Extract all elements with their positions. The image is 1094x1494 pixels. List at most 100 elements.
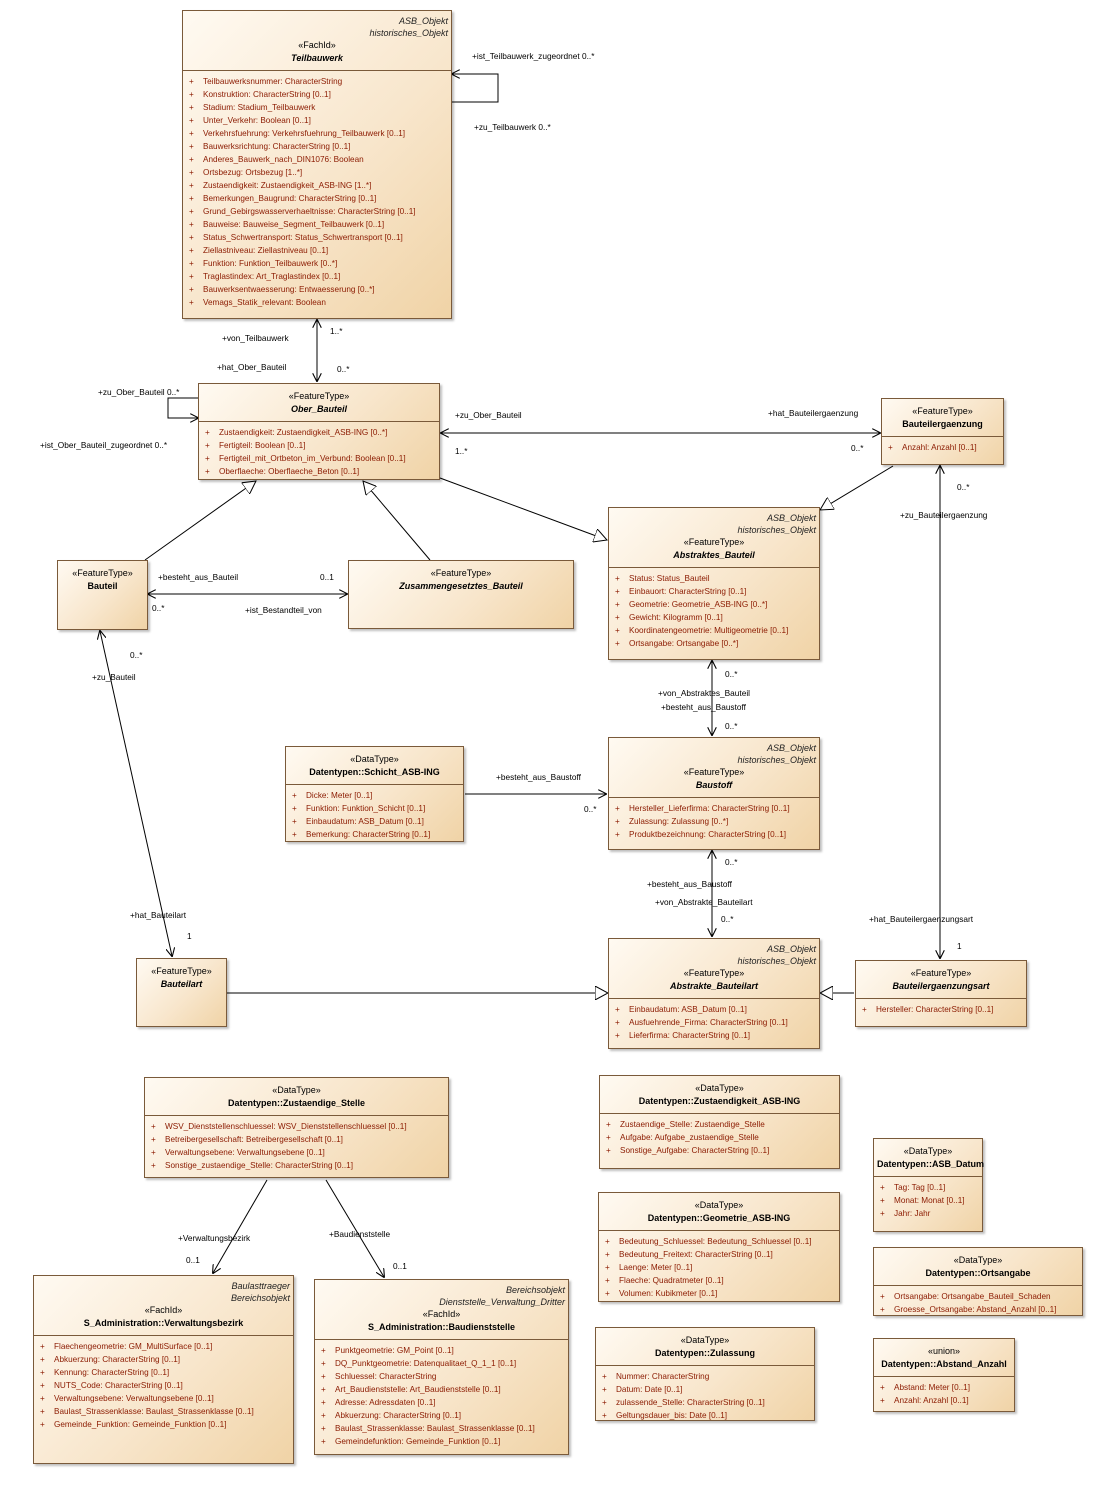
class-attribute[interactable]: +Koordinatengeometrie: Multigeometrie [0… xyxy=(615,624,813,637)
class-attribute[interactable]: +Sonstige_zustaendige_Stelle: CharacterS… xyxy=(151,1159,442,1172)
class-zulassung[interactable]: «DataType»Datentypen::Zulassung+Nummer: … xyxy=(595,1327,815,1421)
class-attribute[interactable]: +Lieferfirma: CharacterString [0..1] xyxy=(615,1029,813,1042)
class-attribute[interactable]: +Ausfuehrende_Firma: CharacterString [0.… xyxy=(615,1016,813,1029)
class-attribute[interactable]: +Teilbauwerksnummer: CharacterString xyxy=(189,75,445,88)
class-attribute[interactable]: +Baulast_Strassenklasse: Baulast_Strasse… xyxy=(321,1422,562,1435)
class-zustaendigkeit-asb-ing[interactable]: «DataType»Datentypen::Zustaendigkeit_ASB… xyxy=(599,1075,840,1169)
class-attribute[interactable]: +Dicke: Meter [0..1] xyxy=(292,789,457,802)
attribute-visibility: + xyxy=(615,817,620,826)
class-attribute[interactable]: +Ziellastniveau: Ziellastniveau [0..1] xyxy=(189,244,445,257)
class-asb-datum[interactable]: «DataType»Datentypen::ASB_Datum+Tag: Tag… xyxy=(873,1138,984,1232)
class-attribute[interactable]: +Stadium: Stadium_Teilbauwerk xyxy=(189,101,445,114)
class-attribute[interactable]: +Zustaendigkeit: Zustaendigkeit_ASB-ING … xyxy=(205,426,433,439)
class-ober-bauteil[interactable]: «FeatureType»Ober_Bauteil+Zustaendigkeit… xyxy=(198,383,440,480)
class-attribute[interactable]: +Einbaudatum: ASB_Datum [0..1] xyxy=(615,1003,813,1016)
class-attribute[interactable]: +Flaeche: Quadratmeter [0..1] xyxy=(605,1274,833,1287)
class-attribute[interactable]: +zulassende_Stelle: CharacterString [0..… xyxy=(602,1396,808,1409)
class-attribute[interactable]: +Bauwerksentwaesserung: Entwaesserung [0… xyxy=(189,283,445,296)
class-attribute[interactable]: +Ortsangabe: Ortsangabe_Bauteil_Schaden xyxy=(880,1290,1076,1303)
class-attribute[interactable]: +Volumen: Kubikmeter [0..1] xyxy=(605,1287,833,1300)
class-attribute[interactable]: +Einbaudatum: ASB_Datum [0..1] xyxy=(292,815,457,828)
class-zusammengesetztes-bauteil[interactable]: «FeatureType»Zusammengesetztes_Bauteil xyxy=(348,560,574,629)
class-attribute[interactable]: +Gewicht: Kilogramm [0..1] xyxy=(615,611,813,624)
class-attribute[interactable]: +Unter_Verkehr: Boolean [0..1] xyxy=(189,114,445,127)
class-geometrie-asb-ing[interactable]: «DataType»Datentypen::Geometrie_ASB-ING+… xyxy=(598,1192,840,1302)
class-attribute[interactable]: +Betreibergesellschaft: Betreibergesells… xyxy=(151,1133,442,1146)
class-bauteilart[interactable]: «FeatureType»Bauteilart xyxy=(136,958,227,1027)
class-attribute[interactable]: +Abkuerzung: CharacterString [0..1] xyxy=(321,1409,562,1422)
class-attribute[interactable]: +Schluessel: CharacterString xyxy=(321,1370,562,1383)
class-attribute[interactable]: +Status: Status_Bauteil xyxy=(615,572,813,585)
class-attribute[interactable]: +Anderes_Bauwerk_nach_DIN1076: Boolean xyxy=(189,153,445,166)
class-attribute[interactable]: +Verwaltungsebene: Verwaltungsebene [0..… xyxy=(40,1392,287,1405)
class-attribute[interactable]: +Punktgeometrie: GM_Point [0..1] xyxy=(321,1344,562,1357)
class-attribute[interactable]: +Abkuerzung: CharacterString [0..1] xyxy=(40,1353,287,1366)
class-attribute[interactable]: +Fertigteil: Boolean [0..1] xyxy=(205,439,433,452)
class-abstand-anzahl[interactable]: «union»Datentypen::Abstand_Anzahl+Abstan… xyxy=(873,1338,1015,1412)
class-attribute[interactable]: +Grund_Gebirgswasserverhaeltnisse: Chara… xyxy=(189,205,445,218)
class-attribute[interactable]: +Geltungsdauer_bis: Date [0..1] xyxy=(602,1409,808,1422)
class-attribute[interactable]: +Oberflaeche: Oberflaeche_Beton [0..1] xyxy=(205,465,433,478)
attribute-text: Bauwerksrichtung: CharacterString [0..1] xyxy=(203,142,351,151)
class-attribute[interactable]: +Verwaltungsebene: Verwaltungsebene [0..… xyxy=(151,1146,442,1159)
class-attribute[interactable]: +Status_Schwertransport: Status_Schwertr… xyxy=(189,231,445,244)
class-attribute[interactable]: +Zustaendige_Stelle: Zustaendige_Stelle xyxy=(606,1118,833,1131)
class-zustaendige-stelle[interactable]: «DataType»Datentypen::Zustaendige_Stelle… xyxy=(144,1077,449,1178)
class-attribute[interactable]: +Tag: Tag [0..1] xyxy=(880,1181,976,1194)
class-attribute[interactable]: +Geometrie: Geometrie_ASB-ING [0..*] xyxy=(615,598,813,611)
class-ortsangabe[interactable]: «DataType»Datentypen::Ortsangabe+Ortsang… xyxy=(873,1247,1083,1316)
class-attribute[interactable]: +Flaechengeometrie: GM_MultiSurface [0..… xyxy=(40,1340,287,1353)
class-attribute[interactable]: +Produktbezeichnung: CharacterString [0.… xyxy=(615,828,813,841)
class-attribute[interactable]: +Nummer: CharacterString xyxy=(602,1370,808,1383)
class-attribute[interactable]: +NUTS_Code: CharacterString [0..1] xyxy=(40,1379,287,1392)
class-bauteil[interactable]: «FeatureType»Bauteil xyxy=(57,560,148,630)
class-bauteilergaenzung[interactable]: «FeatureType»Bauteilergaenzung+Anzahl: A… xyxy=(881,398,1004,465)
class-attribute[interactable]: +Gemeindefunktion: Gemeinde_Funktion [0.… xyxy=(321,1435,562,1448)
class-attribute[interactable]: +Bemerkungen_Baugrund: CharacterString [… xyxy=(189,192,445,205)
class-attribute[interactable]: +Funktion: Funktion_Teilbauwerk [0..*] xyxy=(189,257,445,270)
class-attribute[interactable]: +Laenge: Meter [0..1] xyxy=(605,1261,833,1274)
class-attribute[interactable]: +Vemags_Statik_relevant: Boolean xyxy=(189,296,445,309)
class-attribute[interactable]: +Ortsbezug: Ortsbezug [1..*] xyxy=(189,166,445,179)
class-attribute[interactable]: +Verkehrsfuehrung: Verkehrsfuehrung_Teil… xyxy=(189,127,445,140)
class-attribute[interactable]: +Konstruktion: CharacterString [0..1] xyxy=(189,88,445,101)
class-attribute[interactable]: +Bemerkung: CharacterString [0..1] xyxy=(292,828,457,841)
class-attribute[interactable]: +Datum: Date [0..1] xyxy=(602,1383,808,1396)
class-attribute[interactable]: +Bauwerksrichtung: CharacterString [0..1… xyxy=(189,140,445,153)
class-attribute[interactable]: +Fertigteil_mit_Ortbeton_im_Verbund: Boo… xyxy=(205,452,433,465)
class-attribute[interactable]: +Traglastindex: Art_Traglastindex [0..1] xyxy=(189,270,445,283)
class-attribute[interactable]: +Baulast_Strassenklasse: Baulast_Strasse… xyxy=(40,1405,287,1418)
class-attribute[interactable]: +Jahr: Jahr xyxy=(880,1207,976,1220)
class-attribute[interactable]: +Aufgabe: Aufgabe_zustaendige_Stelle xyxy=(606,1131,833,1144)
class-attribute[interactable]: +Ortsangabe: Ortsangabe [0..*] xyxy=(615,637,813,650)
class-attribute[interactable]: +Gemeinde_Funktion: Gemeinde_Funktion [0… xyxy=(40,1418,287,1431)
class-attribute[interactable]: +Art_Baudienststelle: Art_Baudienststell… xyxy=(321,1383,562,1396)
class-attribute[interactable]: +Einbauort: CharacterString [0..1] xyxy=(615,585,813,598)
class-attribute[interactable]: +Hersteller: CharacterString [0..1] xyxy=(862,1003,1020,1016)
class-attribute[interactable]: +Anzahl: Anzahl [0..1] xyxy=(888,441,997,454)
class-attribute[interactable]: +DQ_Punktgeometrie: Datenqualitaet_Q_1_1… xyxy=(321,1357,562,1370)
class-attribute[interactable]: +Monat: Monat [0..1] xyxy=(880,1194,976,1207)
class-attribute[interactable]: +Anzahl: Anzahl [0..1] xyxy=(880,1394,1008,1407)
class-attribute[interactable]: +Bauweise: Bauweise_Segment_Teilbauwerk … xyxy=(189,218,445,231)
class-attribute[interactable]: +Kennung: CharacterString [0..1] xyxy=(40,1366,287,1379)
class-attribute[interactable]: +Abstand: Meter [0..1] xyxy=(880,1381,1008,1394)
class-schicht-asb-ing[interactable]: «DataType»Datentypen::Schicht_ASB-ING+Di… xyxy=(285,746,464,842)
class-attribute[interactable]: +Zulassung: Zulassung [0..*] xyxy=(615,815,813,828)
class-attribute[interactable]: +Hersteller_Lieferfirma: CharacterString… xyxy=(615,802,813,815)
class-attribute[interactable]: +Zustaendigkeit: Zustaendigkeit_ASB-ING … xyxy=(189,179,445,192)
class-attribute[interactable]: +Funktion: Funktion_Schicht [0..1] xyxy=(292,802,457,815)
class-attribute[interactable]: +Adresse: Adressdaten [0..1] xyxy=(321,1396,562,1409)
class-attribute[interactable]: +Bedeutung_Schluessel: Bedeutung_Schlues… xyxy=(605,1235,833,1248)
class-attribute[interactable]: +Bedeutung_Freitext: CharacterString [0.… xyxy=(605,1248,833,1261)
class-bauteilergaenzungsart[interactable]: «FeatureType»Bauteilergaenzungsart+Herst… xyxy=(855,960,1027,1027)
class-attribute[interactable]: +WSV_Dienststellenschluessel: WSV_Dienst… xyxy=(151,1120,442,1133)
class-attribute[interactable]: +Sonstige_Aufgabe: CharacterString [0..1… xyxy=(606,1144,833,1157)
class-attribute[interactable]: +Groesse_Ortsangabe: Abstand_Anzahl [0..… xyxy=(880,1303,1076,1316)
